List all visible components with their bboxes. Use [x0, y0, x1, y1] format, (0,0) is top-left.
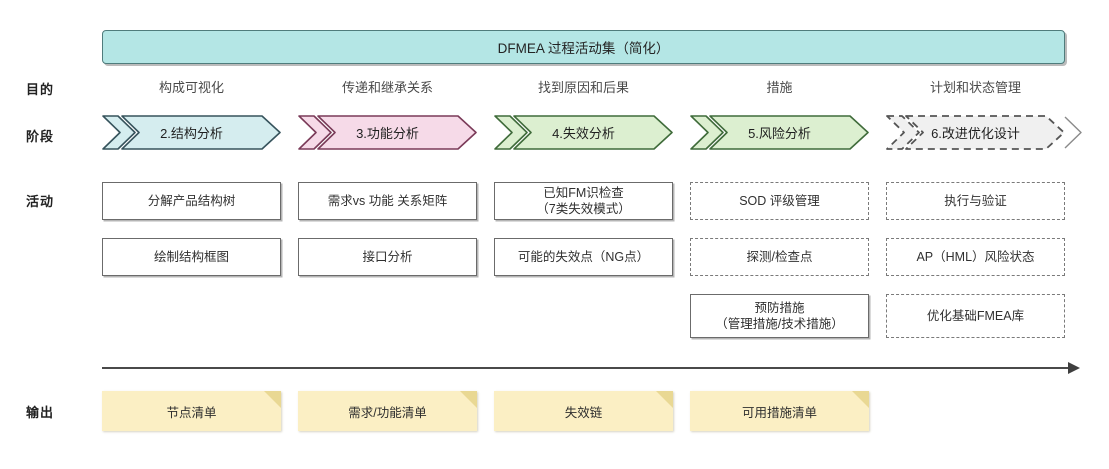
activity-label: 探测/检查点	[746, 250, 813, 264]
activity-box-c3-r2[interactable]: 可能的失效点（NG点）	[494, 238, 673, 276]
activity-box-c5-r2[interactable]: AP（HML）风险状态	[886, 238, 1065, 276]
output-label: 节点清单	[166, 405, 217, 420]
chevron-shape-icon	[690, 115, 869, 150]
stage-chevron-4[interactable]: 5.风险分析	[690, 115, 869, 150]
output-label: 需求/功能清单	[348, 405, 427, 420]
chevron-shape-icon	[886, 115, 1065, 150]
chevron-shape-icon	[298, 115, 477, 150]
activity-label-line2: （管理措施/技术措施）	[715, 317, 844, 331]
stage-label-4: 5.风险分析	[748, 126, 811, 141]
note-fold-icon	[460, 391, 477, 408]
activity-box-c2-r2[interactable]: 接口分析	[298, 238, 477, 276]
activity-label: 绘制结构框图	[153, 250, 229, 264]
stage-trailing-chevron-icon	[1063, 115, 1085, 150]
activity-label-line1: 已知FM识检查	[543, 186, 624, 200]
title-banner: DFMEA 过程活动集（简化）	[102, 30, 1065, 64]
timeline-arrow-line	[102, 367, 1070, 369]
row-label-activity: 活动	[26, 194, 55, 209]
stage-chevron-5[interactable]: 6.改进优化设计	[886, 115, 1065, 150]
chevron-shape-icon	[102, 115, 281, 150]
note-fold-icon	[852, 391, 869, 408]
activity-label-line1: 预防措施	[754, 301, 805, 315]
stage-label-3: 4.失效分析	[552, 126, 615, 141]
output-note-1[interactable]: 节点清单	[102, 391, 281, 431]
row-label-output: 输出	[26, 405, 55, 420]
stage-chevron-3[interactable]: 4.失效分析	[494, 115, 673, 150]
activity-label: 接口分析	[362, 250, 413, 264]
activity-label: 可能的失效点（NG点）	[517, 250, 650, 264]
activity-label: 需求vs 功能 关系矩阵	[327, 194, 448, 208]
activity-box-c1-r1[interactable]: 分解产品结构树	[102, 182, 281, 220]
activity-box-c5-r1[interactable]: 执行与验证	[886, 182, 1065, 220]
stage-chevron-2[interactable]: 3.功能分析	[298, 115, 477, 150]
stage-label-2: 3.功能分析	[356, 126, 419, 141]
output-label: 可用措施清单	[741, 405, 817, 420]
activity-box-c5-r3[interactable]: 优化基础FMEA库	[886, 294, 1065, 338]
output-note-2[interactable]: 需求/功能清单	[298, 391, 477, 431]
activity-box-c4-r3[interactable]: 预防措施 （管理措施/技术措施）	[690, 294, 869, 338]
activity-box-c1-r2[interactable]: 绘制结构框图	[102, 238, 281, 276]
purpose-label-1: 构成可视化	[158, 79, 224, 95]
activity-label: AP（HML）风险状态	[916, 250, 1035, 264]
activity-label: 优化基础FMEA库	[926, 309, 1025, 323]
activity-label: SOD 评级管理	[739, 194, 820, 208]
activity-label-line2: （7类失效模式）	[536, 202, 631, 216]
stage-label-1: 2.结构分析	[160, 126, 223, 141]
output-note-3[interactable]: 失效链	[494, 391, 673, 431]
note-fold-icon	[264, 391, 281, 408]
activity-box-c2-r1[interactable]: 需求vs 功能 关系矩阵	[298, 182, 477, 220]
row-label-purpose: 目的	[26, 82, 55, 97]
chevron-shape-icon	[494, 115, 673, 150]
purpose-label-4: 措施	[766, 79, 793, 95]
purpose-label-2: 传递和继承关系	[341, 79, 433, 95]
output-label: 失效链	[564, 405, 603, 420]
activity-label: 执行与验证	[944, 194, 1007, 208]
output-note-4[interactable]: 可用措施清单	[690, 391, 869, 431]
activity-box-c4-r2[interactable]: 探测/检查点	[690, 238, 869, 276]
note-fold-icon	[656, 391, 673, 408]
stage-chevron-1[interactable]: 2.结构分析	[102, 115, 281, 150]
activity-box-c4-r1[interactable]: SOD 评级管理	[690, 182, 869, 220]
page-title: DFMEA 过程活动集（简化）	[497, 41, 670, 56]
timeline-arrow-head-icon	[1068, 362, 1080, 374]
activity-box-c3-r1[interactable]: 已知FM识检查 （7类失效模式）	[494, 182, 673, 220]
stage-label-5: 6.改进优化设计	[931, 126, 1020, 141]
row-label-stage: 阶段	[26, 129, 55, 144]
purpose-label-5: 计划和状态管理	[929, 79, 1021, 95]
purpose-label-3: 找到原因和后果	[537, 79, 629, 95]
activity-label: 分解产品结构树	[147, 194, 236, 208]
